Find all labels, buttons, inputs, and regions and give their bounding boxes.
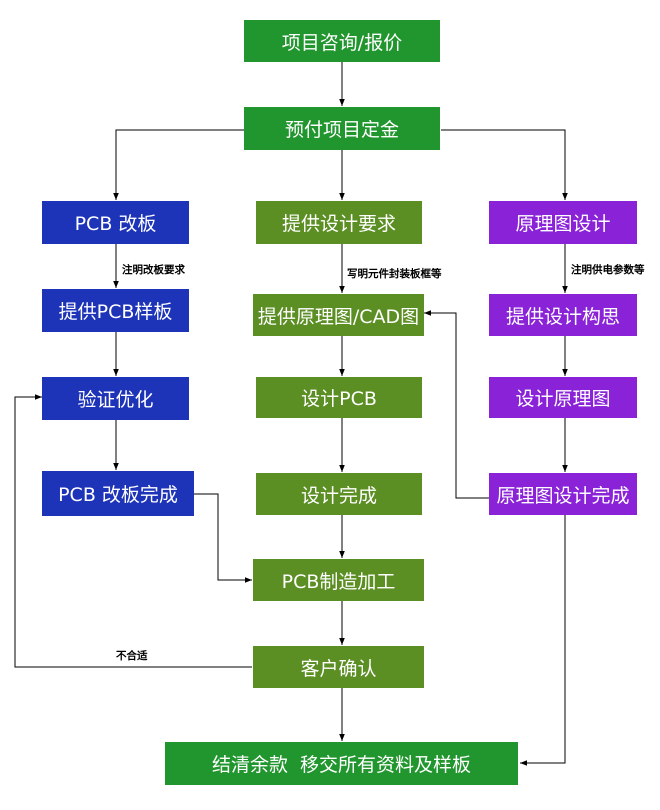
design-schematic-box: 设计原理图 (489, 377, 637, 418)
arrow-schematicdone-to-provide-schematic (424, 310, 489, 499)
final-settlement-box: 结清余款 移交所有资料及样板 (165, 742, 518, 785)
design-requirements-box: 提供设计要求 (256, 201, 422, 244)
provide-design-concept-box: 提供设计构思 (489, 294, 637, 336)
inquiry-box: 项目咨询/报价 (244, 20, 440, 62)
arrow-modifydone-to-manufacture (194, 493, 252, 583)
design-done-box: 设计完成 (256, 473, 422, 515)
pcb-manufacture-box: PCB制造加工 (253, 559, 424, 601)
note-power-parameters: 注明供电参数等 (571, 264, 645, 276)
note-unsuitable: 不合适 (116, 650, 148, 662)
deposit-box: 预付项目定金 (244, 107, 440, 150)
design-pcb-box: 设计PCB (256, 377, 422, 418)
arrow-deposit-to-left (113, 129, 244, 200)
schematic-design-done-box: 原理图设计完成 (489, 473, 637, 515)
customer-confirm-box: 客户确认 (253, 646, 424, 688)
note-components: 写明元件封装板框等 (347, 268, 442, 280)
arrow-schematicdone-to-settlement (520, 515, 566, 766)
arrow-confirm-to-verify (14, 394, 252, 668)
note-modify-requirements: 注明改板要求 (122, 264, 185, 276)
verify-optimize-box: 验证优化 (42, 377, 189, 420)
schematic-design-box: 原理图设计 (489, 201, 637, 244)
provide-pcb-sample-box: 提供PCB样板 (42, 289, 189, 332)
pcb-modify-done-box: PCB 改板完成 (42, 471, 194, 516)
arrow-deposit-to-right (441, 129, 568, 200)
provide-schematic-cad-box: 提供原理图/CAD图 (253, 294, 424, 336)
pcb-modify-box: PCB 改板 (42, 201, 189, 244)
